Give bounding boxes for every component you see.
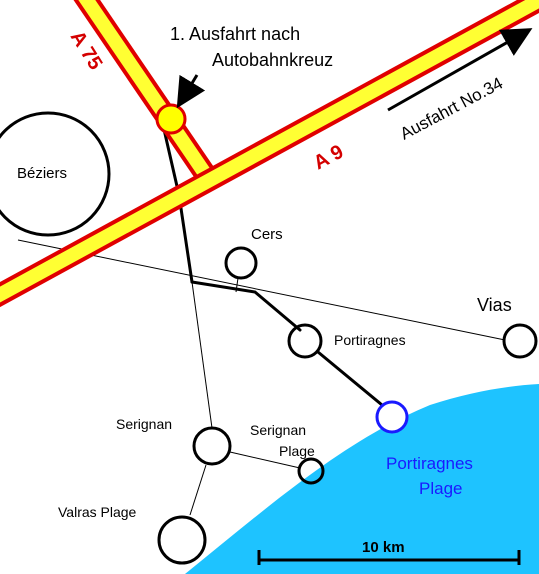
town-beziers-marker (0, 111, 111, 237)
town-portiragnes-plage-label-2: Plage (419, 479, 462, 498)
town-valras-plage-label: Valras Plage (58, 504, 137, 520)
road-portiragnes-plage (316, 350, 384, 407)
motorway-a9 (0, 0, 539, 308)
town-portiragnes-plage-label-1: Portiragnes (386, 454, 473, 473)
sea-area (185, 384, 539, 574)
town-portiragnes-plage-marker (375, 400, 409, 434)
town-vias-marker (502, 323, 538, 359)
road-beziers-vias (17, 239, 506, 341)
road-serignan-valras (189, 464, 207, 516)
scale-label: 10 km (362, 539, 405, 556)
town-serignan-label: Serignan (116, 416, 172, 432)
exit-34-label: Ausfahrt No.34 (397, 74, 506, 144)
exit-marker (155, 103, 187, 135)
exit-note-line1: 1. Ausfahrt nach (170, 24, 300, 44)
motorway-a75 (73, 0, 218, 185)
scale-bar (257, 550, 521, 565)
town-valras-plage-marker (157, 515, 207, 565)
town-portiragnes-label: Portiragnes (334, 332, 406, 348)
road-junction-serignan (191, 281, 213, 429)
label-a9: A 9 (310, 141, 347, 175)
minor-roads (17, 239, 506, 516)
road-junction-portiragnes (190, 280, 302, 332)
town-serignan-marker (192, 426, 232, 466)
town-beziers-label: Béziers (17, 165, 67, 182)
town-markers (0, 111, 538, 565)
town-serignan-plage-label-2: Plage (279, 443, 315, 459)
exit-34-arrow (387, 28, 533, 112)
exit-note-line2: Autobahnkreuz (212, 50, 333, 70)
exit-pointer-arrow (176, 74, 206, 109)
town-serignan-plage-label-1: Serignan (250, 422, 306, 438)
town-portiragnes-marker (287, 323, 323, 359)
town-vias-label: Vias (477, 295, 512, 315)
road-serignan-plage (229, 451, 301, 469)
town-cers-marker (224, 246, 258, 280)
town-cers-label: Cers (251, 226, 283, 243)
town-serignan-plage-marker (297, 457, 325, 485)
